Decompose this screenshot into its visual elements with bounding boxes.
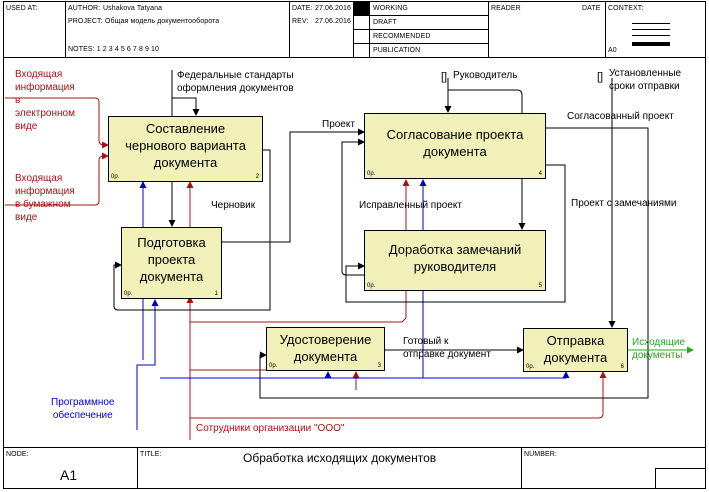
activity-a4-line-1: Согласование проекта bbox=[386, 127, 524, 142]
activity-a2-line-1: Составление bbox=[145, 121, 226, 136]
activity-a1-cost: 0р. bbox=[124, 291, 133, 297]
activity-a5-line-1: Доработка замечаний bbox=[388, 242, 522, 257]
header-divider-1 bbox=[65, 1, 66, 57]
status-row-line-3 bbox=[353, 43, 488, 44]
author-value: Ushakova Tatyana bbox=[103, 5, 163, 12]
arrow-input-paper bbox=[5, 152, 109, 206]
activity-a5-number: 5 bbox=[538, 283, 542, 289]
header-divider-2 bbox=[289, 1, 290, 57]
status-row-line-2 bbox=[353, 29, 488, 30]
status-row-line-1 bbox=[353, 15, 488, 16]
activity-a3-line-1: Удостоверение bbox=[279, 332, 372, 347]
activity-box-a3[interactable]: Удостоверение документа 0р. 3 bbox=[266, 327, 385, 371]
date-label: DATE: bbox=[292, 5, 313, 12]
node-value: A1 bbox=[60, 467, 78, 483]
header-bottom-line bbox=[3, 57, 706, 58]
arrow-remarks-to-a5 bbox=[345, 164, 566, 303]
notes-label: NOTES: 1 2 3 4 5 6 7 8 9 10 bbox=[68, 46, 160, 53]
activity-a6-number: 6 bbox=[620, 364, 624, 370]
label-outgoing-documents: Исходящие документы bbox=[632, 337, 686, 361]
status-draft: DRAFT bbox=[373, 19, 397, 26]
label-standards: Федеральные стандарты оформления докумен… bbox=[177, 70, 294, 94]
footer-divider-3 bbox=[655, 468, 656, 489]
activity-a6-line-2: документа bbox=[543, 350, 608, 365]
status-publication: PUBLICATION bbox=[373, 47, 421, 54]
context-node: A0 bbox=[608, 47, 617, 54]
label-software: Программное обеспечение bbox=[51, 397, 115, 421]
activity-a4-cost: 0р. bbox=[367, 171, 376, 177]
activity-a6-cost: 0р. bbox=[526, 364, 535, 370]
activity-a2-number: 2 bbox=[255, 174, 259, 180]
label-ready-document: Готовый к отправке документ bbox=[403, 336, 491, 360]
label-approved-project: Согласованный проект bbox=[567, 111, 674, 122]
tunnel-mark-deadlines: [] bbox=[597, 71, 603, 83]
arrow-manager-to-a5 bbox=[448, 89, 526, 230]
activity-a4-line-2: документа bbox=[423, 144, 487, 159]
arrow-software-to-a6 bbox=[423, 371, 570, 379]
number-label: NUMBER: bbox=[524, 451, 557, 458]
label-deadlines: Установленные сроки отправки bbox=[609, 68, 682, 92]
activity-a3-cost: 0р. bbox=[269, 363, 278, 369]
activity-box-a2[interactable]: Составление чернового варианта документа… bbox=[108, 116, 263, 182]
activity-box-a1[interactable]: Подготовка проекта документа 0р. 1 bbox=[121, 227, 222, 299]
used-at-label: USED AT: bbox=[6, 5, 38, 12]
diagram-title: Обработка исходящих документов bbox=[243, 451, 437, 465]
status-working: WORKING bbox=[373, 5, 408, 12]
header-divider-6 bbox=[605, 1, 606, 57]
label-manager: Руководитель bbox=[453, 70, 518, 81]
activity-a3-number: 3 bbox=[377, 363, 381, 369]
activity-a6-line-1: Отправка bbox=[546, 333, 605, 348]
activity-box-a6[interactable]: Отправка документа 0р. 6 bbox=[523, 328, 628, 372]
status-recommended: RECOMMENDED bbox=[373, 33, 431, 40]
label-staff: Сотрудники организации "ООО" bbox=[196, 423, 345, 434]
project-value: Общая модель документооборота bbox=[105, 18, 220, 25]
activity-a1-number: 1 bbox=[214, 291, 218, 297]
activity-a3-line-2: документа bbox=[293, 349, 358, 364]
arrow-draft-feedback bbox=[113, 149, 271, 311]
working-status-mark bbox=[354, 2, 369, 15]
label-input-electronic: Входящая информация в электронном виде bbox=[15, 69, 75, 132]
activity-box-a4[interactable]: Согласование проекта документа 0р. 4 bbox=[364, 113, 546, 179]
arrow-project-to-a4 bbox=[222, 128, 365, 243]
reader-label: READER bbox=[491, 5, 521, 12]
activity-a2-line-2: чернового варианта bbox=[125, 138, 246, 153]
label-input-paper: Входящая информация в бумажном виде bbox=[15, 173, 75, 223]
rev-value: 27.06.2016 bbox=[315, 18, 352, 25]
label-draft: Черновик bbox=[211, 200, 256, 211]
footer-number-line bbox=[655, 468, 706, 469]
activity-box-a5[interactable]: Доработка замечаний руководителя 0р. 5 bbox=[364, 230, 546, 291]
node-label: NODE: bbox=[6, 451, 29, 458]
rev-label: REV: bbox=[292, 18, 309, 25]
arrow-software-branch bbox=[136, 299, 159, 430]
author-label: AUTHOR: bbox=[68, 5, 101, 12]
date-value: 27.06.2016 bbox=[315, 5, 352, 12]
activity-a4-number: 4 bbox=[538, 171, 542, 177]
arrow-standards-to-a2 bbox=[172, 97, 200, 116]
activity-a1-line-2: проекта bbox=[147, 252, 196, 267]
arrow-input-electronic bbox=[5, 97, 109, 149]
header-divider-5 bbox=[488, 1, 489, 57]
context-label: CONTEXT: bbox=[608, 5, 644, 12]
label-project: Проект bbox=[322, 119, 355, 130]
label-project-with-remarks: Проект с замечаниями bbox=[571, 198, 677, 209]
activity-a2-line-3: документа bbox=[153, 155, 218, 170]
reader-date-label: DATE bbox=[582, 5, 601, 12]
activity-a1-line-1: Подготовка bbox=[137, 235, 206, 250]
footer-divider-2 bbox=[521, 447, 522, 489]
arrow-staff-to-a6 bbox=[190, 371, 607, 419]
footer-divider-1 bbox=[137, 447, 138, 489]
activity-a5-line-2: руководителя bbox=[413, 259, 497, 274]
tunnel-mark-manager: [] bbox=[441, 71, 447, 83]
title-label: TITLE: bbox=[140, 451, 162, 458]
arrow-approved-project bbox=[259, 127, 649, 399]
footer-top-line bbox=[3, 447, 706, 448]
diagram-frame bbox=[3, 1, 706, 489]
activity-a1-line-3: документа bbox=[139, 269, 204, 284]
project-label: PROJECT: bbox=[68, 18, 103, 25]
activity-a2-cost: 0р. bbox=[111, 174, 120, 180]
activity-a5-cost: 0р. bbox=[367, 283, 376, 289]
label-corrected-project: Исправленный проект bbox=[359, 200, 462, 211]
